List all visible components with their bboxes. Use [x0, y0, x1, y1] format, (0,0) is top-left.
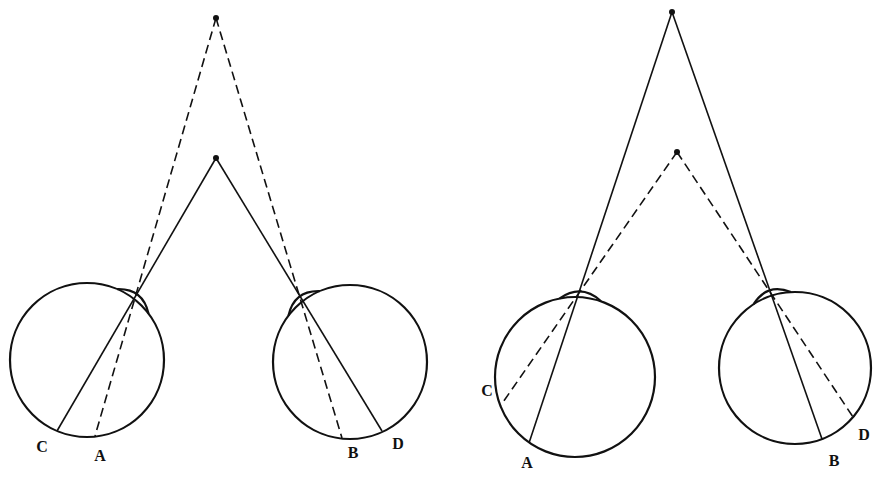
cornea — [560, 291, 601, 301]
visual-axis — [529, 12, 672, 443]
dashed-ray — [677, 152, 853, 417]
point-label: A — [521, 455, 533, 471]
fixation-point — [213, 15, 219, 21]
point-label: D — [858, 427, 870, 443]
visual-axis — [672, 12, 822, 439]
fixation-point — [213, 155, 219, 161]
fixation-point — [674, 149, 680, 155]
point-label: B — [829, 453, 840, 469]
point-label: D — [392, 436, 404, 452]
fixation-point — [669, 9, 675, 15]
dashed-ray — [95, 18, 216, 436]
point-label: A — [94, 448, 106, 464]
point-label: C — [481, 383, 493, 399]
point-label: B — [348, 445, 359, 461]
dashed-ray — [501, 152, 677, 405]
dashed-ray — [216, 18, 342, 438]
eyeball — [10, 283, 164, 437]
eyeball — [719, 292, 871, 444]
point-label: C — [36, 439, 48, 455]
eyeball — [273, 285, 427, 439]
eyeball — [495, 297, 655, 457]
